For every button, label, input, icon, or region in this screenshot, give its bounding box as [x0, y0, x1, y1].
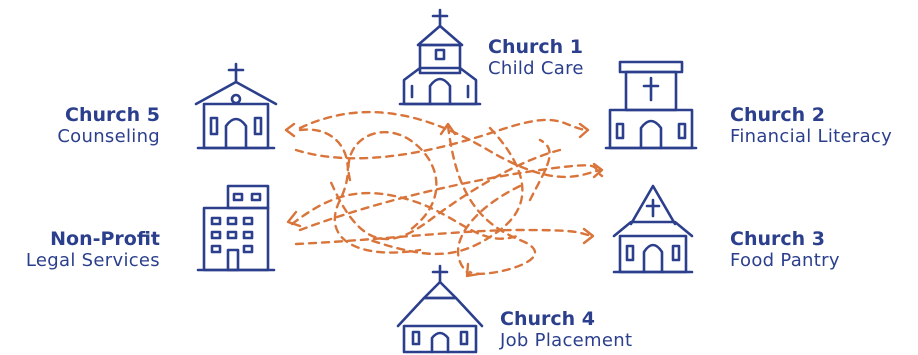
church-3-name: Church 3 — [730, 228, 825, 250]
church-4-name: Church 4 — [500, 308, 595, 330]
church-5-role: Counseling — [57, 126, 160, 148]
church-5-icon — [194, 62, 278, 150]
church-3-label: Church 3 Food Pantry — [730, 228, 840, 272]
flow-arrows — [284, 110, 604, 278]
church-1-label: Church 1 Child Care — [488, 36, 584, 80]
church-1-icon — [398, 8, 482, 106]
church-3-icon — [612, 184, 694, 274]
church-5-name: Church 5 — [65, 104, 160, 126]
church-5-label: Church 5 Counseling — [57, 104, 160, 148]
church-3-role: Food Pantry — [730, 250, 840, 272]
nonprofit-name: Non-Profit — [50, 228, 160, 250]
church-4-role: Job Placement — [500, 330, 633, 352]
church-2-icon — [604, 60, 698, 150]
nonprofit-label: Non-Profit Legal Services — [26, 228, 160, 272]
church-1-role: Child Care — [488, 58, 584, 80]
church-2-label: Church 2 Financial Literacy — [730, 104, 892, 148]
church-4-icon — [396, 264, 484, 354]
church-2-role: Financial Literacy — [730, 126, 893, 148]
church-4-label: Church 4 Job Placement — [500, 308, 632, 352]
church-2-name: Church 2 — [730, 104, 825, 126]
church-1-name: Church 1 — [488, 36, 583, 58]
nonprofit-building-icon — [196, 184, 276, 272]
nonprofit-role: Legal Services — [25, 250, 160, 272]
